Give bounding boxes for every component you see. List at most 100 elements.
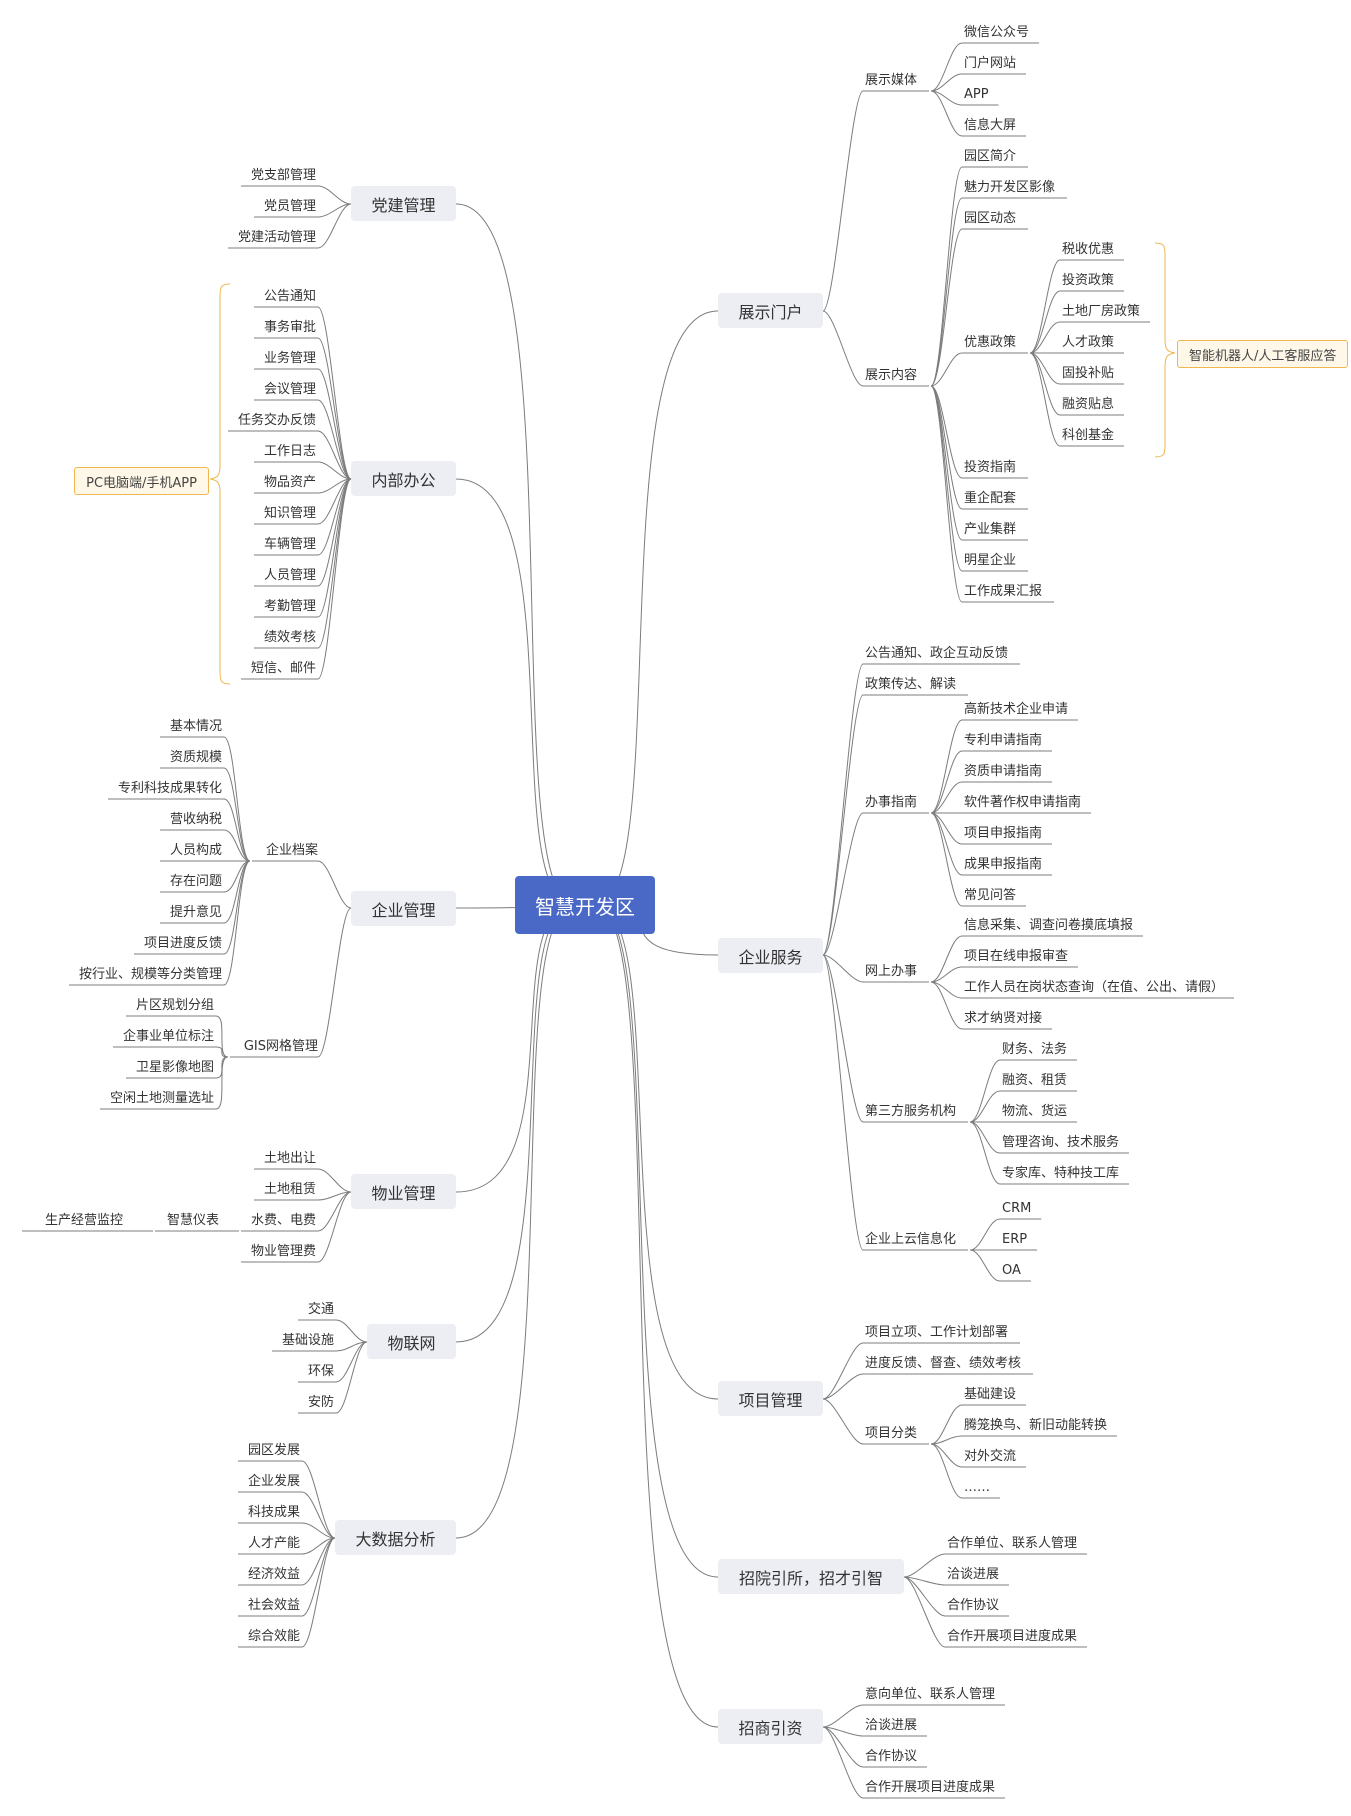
main-branch-right-3[interactable]: 招院引所，招才引智 <box>718 1559 904 1594</box>
talent-item-1[interactable]: 洽谈进展 <box>947 1567 1000 1582</box>
policy-item-6[interactable]: 科创基金 <box>1062 428 1115 443</box>
project-group-0[interactable]: 项目立项、工作计划部署 <box>865 1325 1009 1340</box>
office-item-12[interactable]: 短信、邮件 <box>250 661 316 676</box>
talent-item-2[interactable]: 合作协议 <box>947 1598 1000 1613</box>
office-item-10[interactable]: 考勤管理 <box>263 599 316 614</box>
main-branch-left-2[interactable]: 企业管理 <box>351 891 456 926</box>
iot-item-2[interactable]: 环保 <box>307 1364 334 1379</box>
project-type-item-2[interactable]: 对外交流 <box>964 1449 1017 1464</box>
main-branch-left-4[interactable]: 物联网 <box>367 1324 456 1359</box>
archive-item-0[interactable]: 基本情况 <box>169 719 222 734</box>
bigdata-item-1[interactable]: 企业发展 <box>247 1474 300 1489</box>
archive-item-5[interactable]: 存在问题 <box>169 874 222 889</box>
content-item-3[interactable]: 优惠政策 <box>964 335 1017 350</box>
policy-item-0[interactable]: 税收优惠 <box>1062 242 1115 257</box>
guide-item-1[interactable]: 专利申请指南 <box>964 733 1043 748</box>
gis-item-1[interactable]: 企事业单位标注 <box>122 1029 214 1044</box>
iot-item-1[interactable]: 基础设施 <box>281 1333 334 1348</box>
office-item-5[interactable]: 工作日志 <box>263 444 316 459</box>
guide-item-5[interactable]: 成果申报指南 <box>964 857 1043 872</box>
policy-item-1[interactable]: 投资政策 <box>1062 273 1115 288</box>
main-branch-left-5[interactable]: 大数据分析 <box>335 1520 456 1555</box>
main-branch-right-0[interactable]: 展示门户 <box>718 293 823 328</box>
archive-item-6[interactable]: 提升意见 <box>169 905 222 920</box>
property-item-0[interactable]: 土地出让 <box>263 1151 316 1166</box>
invest-item-3[interactable]: 合作开展项目进度成果 <box>865 1780 996 1795</box>
portal-group-1[interactable]: 展示内容 <box>865 368 918 383</box>
bigdata-item-2[interactable]: 科技成果 <box>247 1505 300 1520</box>
office-item-0[interactable]: 公告通知 <box>263 289 316 304</box>
third-party-item-0[interactable]: 财务、法务 <box>1002 1042 1068 1057</box>
bigdata-item-0[interactable]: 园区发展 <box>247 1443 300 1458</box>
party-item-1[interactable]: 党员管理 <box>263 199 316 214</box>
service-group-3[interactable]: 网上办事 <box>865 964 918 979</box>
office-item-11[interactable]: 绩效考核 <box>263 630 316 645</box>
main-branch-right-4[interactable]: 招商引资 <box>718 1709 823 1744</box>
content-item-4[interactable]: 投资指南 <box>964 460 1017 475</box>
third-party-item-3[interactable]: 管理咨询、技术服务 <box>1002 1135 1120 1150</box>
policy-item-2[interactable]: 土地厂房政策 <box>1062 304 1141 319</box>
property-item-3[interactable]: 物业管理费 <box>250 1244 316 1259</box>
main-branch-left-0[interactable]: 党建管理 <box>351 186 456 221</box>
office-item-8[interactable]: 车辆管理 <box>263 537 316 552</box>
content-item-2[interactable]: 园区动态 <box>964 211 1017 226</box>
office-note[interactable]: PC电脑端/手机APP <box>74 467 209 495</box>
archive-item-1[interactable]: 资质规模 <box>169 750 222 765</box>
project-group-2[interactable]: 项目分类 <box>865 1426 918 1441</box>
service-group-0[interactable]: 公告通知、政企互动反馈 <box>865 646 1009 661</box>
project-group-1[interactable]: 进度反馈、督查、绩效考核 <box>865 1356 1022 1371</box>
media-item-1[interactable]: 门户网站 <box>964 56 1017 71</box>
online-item-3[interactable]: 求才纳贤对接 <box>964 1011 1043 1026</box>
bigdata-item-6[interactable]: 综合效能 <box>247 1629 300 1644</box>
content-item-6[interactable]: 产业集群 <box>964 522 1017 537</box>
bigdata-item-5[interactable]: 社会效益 <box>247 1598 300 1613</box>
bigdata-item-4[interactable]: 经济效益 <box>247 1567 300 1582</box>
guide-item-3[interactable]: 软件著作权申请指南 <box>964 795 1082 810</box>
archive-item-2[interactable]: 专利科技成果转化 <box>117 781 222 796</box>
project-type-item-1[interactable]: 腾笼换鸟、新旧动能转换 <box>964 1418 1108 1433</box>
portal-group-0[interactable]: 展示媒体 <box>865 73 918 88</box>
iot-item-0[interactable]: 交通 <box>307 1302 334 1317</box>
invest-item-1[interactable]: 洽谈进展 <box>865 1718 918 1733</box>
party-item-2[interactable]: 党建活动管理 <box>237 230 316 245</box>
guide-item-6[interactable]: 常见问答 <box>964 888 1017 903</box>
service-group-5[interactable]: 企业上云信息化 <box>865 1232 957 1247</box>
office-item-3[interactable]: 会议管理 <box>263 382 316 397</box>
online-item-0[interactable]: 信息采集、调查问卷摸底填报 <box>964 918 1134 933</box>
cloud-item-1[interactable]: ERP <box>1002 1232 1028 1247</box>
main-branch-left-1[interactable]: 内部办公 <box>351 461 456 496</box>
archive-item-8[interactable]: 按行业、规模等分类管理 <box>78 967 222 982</box>
content-item-7[interactable]: 明星企业 <box>964 553 1017 568</box>
archive-item-7[interactable]: 项目进度反馈 <box>143 936 222 951</box>
project-type-item-0[interactable]: 基础建设 <box>964 1387 1017 1402</box>
online-item-1[interactable]: 项目在线申报审查 <box>964 949 1069 964</box>
smart-meter[interactable]: 智慧仪表 <box>166 1213 219 1228</box>
cloud-item-2[interactable]: OA <box>1002 1263 1021 1278</box>
office-item-7[interactable]: 知识管理 <box>263 506 316 521</box>
enterprise-group-0[interactable]: 企业档案 <box>265 843 318 858</box>
property-item-1[interactable]: 土地租赁 <box>263 1182 316 1197</box>
media-item-0[interactable]: 微信公众号 <box>964 25 1030 40</box>
content-item-1[interactable]: 魅力开发区影像 <box>964 180 1056 195</box>
policy-item-3[interactable]: 人才政策 <box>1062 335 1115 350</box>
gis-item-2[interactable]: 卫星影像地图 <box>135 1060 214 1075</box>
office-item-6[interactable]: 物品资产 <box>263 475 316 490</box>
online-item-2[interactable]: 工作人员在岗状态查询（在值、公出、请假） <box>964 980 1225 995</box>
policy-note[interactable]: 智能机器人/人工客服应答 <box>1177 340 1349 368</box>
third-party-item-1[interactable]: 融资、租赁 <box>1002 1073 1068 1088</box>
production-monitor[interactable]: 生产经营监控 <box>44 1213 123 1228</box>
content-item-0[interactable]: 园区简介 <box>964 149 1017 164</box>
service-group-4[interactable]: 第三方服务机构 <box>865 1104 957 1119</box>
office-item-9[interactable]: 人员管理 <box>263 568 316 583</box>
content-item-8[interactable]: 工作成果汇报 <box>964 584 1043 599</box>
iot-item-3[interactable]: 安防 <box>307 1395 334 1410</box>
party-item-0[interactable]: 党支部管理 <box>250 168 316 183</box>
third-party-item-4[interactable]: 专家库、特种技工库 <box>1002 1166 1120 1181</box>
bigdata-item-3[interactable]: 人才产能 <box>247 1536 300 1551</box>
root-topic[interactable]: 智慧开发区 <box>515 876 655 934</box>
office-item-1[interactable]: 事务审批 <box>263 320 316 335</box>
main-branch-right-1[interactable]: 企业服务 <box>718 938 823 973</box>
gis-item-3[interactable]: 空闲土地测量选址 <box>109 1091 214 1106</box>
third-party-item-2[interactable]: 物流、货运 <box>1002 1104 1068 1119</box>
policy-item-4[interactable]: 固投补贴 <box>1062 366 1115 381</box>
